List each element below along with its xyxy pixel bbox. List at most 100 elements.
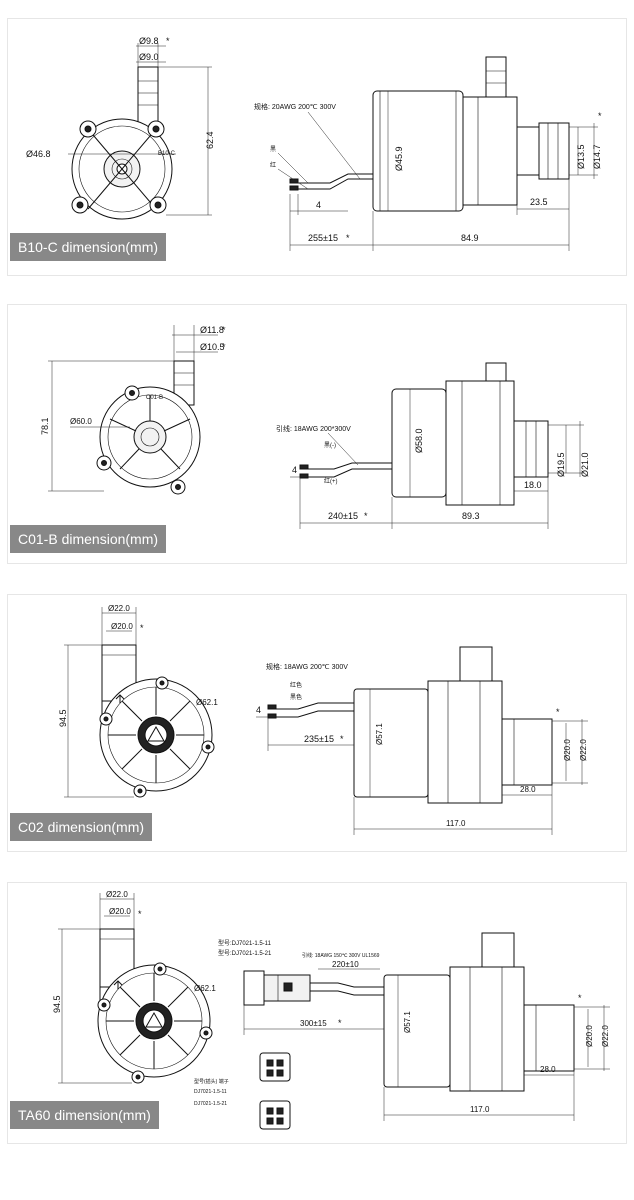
svg-text:黑: 黑 (270, 146, 276, 153)
dim-body-length: 117.0 (446, 819, 466, 828)
panel-c02: Ø22.0 Ø20.0 * 94.5 Ø62.1 规格: 18AWG 200℃ … (7, 594, 627, 852)
motor-body-side (353, 688, 429, 798)
outlet-tube-side (459, 646, 493, 682)
svg-text:红(+): 红(+) (324, 477, 338, 485)
dim-inlet-od: Ø22.0 (601, 1025, 610, 1047)
dim-outlet-od: Ø22.0 (106, 890, 128, 899)
inlet-tube-side (513, 420, 549, 478)
impeller-ribs (106, 973, 202, 1069)
svg-text:*: * (166, 36, 170, 46)
dim-wire-length: 300±15 (300, 1019, 327, 1028)
svg-text:*: * (222, 325, 226, 335)
drawing-ta60: Ø22.0 Ø20.0 * 94.5 Ø62.1 型号:DJ7021-1.5-1… (52, 890, 610, 1130)
chip-label: C01-B (146, 395, 163, 401)
inlet-tube-side (538, 122, 570, 180)
dim-volute-dia: Ø62.1 (194, 984, 216, 993)
inlet-tube-side (501, 718, 553, 786)
pump-head-side (445, 380, 515, 506)
dim-wire-length: 240±15 (328, 511, 358, 521)
wire-spec: 引线: 18AWG 150℃ 300V UL1569 (302, 952, 380, 959)
model-label-2: 型号:DJ7021-1.5-21 (218, 949, 272, 957)
caption-c01b: C01-B dimension(mm) (10, 525, 167, 553)
drawing-c01b: C01-B Ø11.8 Ø10.5 * * 78.1 Ø60.0 引线: 18A… (40, 325, 590, 529)
dim-inlet-od: Ø21.0 (580, 452, 590, 477)
svg-text:*: * (598, 111, 602, 121)
dim-height: 78.1 (40, 417, 50, 435)
dim-outlet-id: Ø20.0 (111, 622, 133, 631)
dim-wire-length: 235±15 (304, 734, 334, 744)
dim-height: 94.5 (58, 709, 68, 727)
motor-body-side (372, 90, 464, 212)
model-label-1: 型号:DJ7021-1.5-11 (218, 939, 272, 947)
impeller-ribs (108, 687, 204, 783)
connector-plug (243, 970, 265, 1006)
panel-b10c: B10-C Ø9.8 Ø9.0 * Ø46.8 62.4 规格: 20AWG 2… (7, 18, 627, 276)
caption-ta60: TA60 dimension(mm) (10, 1101, 159, 1129)
dim-inlet-od: Ø14.7 (592, 144, 602, 169)
outlet-tube-side (485, 362, 507, 382)
svg-text:*: * (346, 233, 350, 243)
dim-inlet-length: 23.5 (530, 197, 548, 207)
dim-strip: 4 (292, 465, 297, 475)
connector-note: 型号(插头) 端子 (194, 1078, 229, 1085)
wire-spec: 引线: 18AWG 200*300V (276, 424, 351, 433)
pump-head-side (462, 96, 518, 206)
dim-motor-dia: Ø57.1 (375, 723, 384, 745)
dim-inlet-length: 18.0 (524, 480, 542, 490)
dim-outlet-id: Ø9.0 (139, 52, 159, 62)
dim-body-length: 89.3 (462, 511, 480, 521)
dim-strip: 4 (256, 705, 261, 715)
dim-body-dia: Ø46.8 (26, 149, 51, 159)
dim-inlet-length: 28.0 (520, 785, 536, 794)
panel-c01b: C01-B Ø11.8 Ø10.5 * * 78.1 Ø60.0 引线: 18A… (7, 304, 627, 564)
caption-b10c: B10-C dimension(mm) (10, 233, 167, 261)
svg-text:*: * (140, 623, 144, 633)
dim-motor-dia: Ø45.9 (394, 146, 404, 171)
svg-text:*: * (556, 707, 560, 717)
panel-ta60: Ø22.0 Ø20.0 * 94.5 Ø62.1 型号:DJ7021-1.5-1… (7, 882, 627, 1144)
svg-text:黑(-): 黑(-) (324, 442, 336, 449)
dim-segment: 220±10 (332, 960, 359, 969)
pump-head-side (449, 966, 525, 1092)
svg-text:*: * (222, 342, 226, 352)
dim-motor-dia: Ø58.0 (414, 428, 424, 453)
dim-body-dia: Ø60.0 (70, 417, 92, 426)
motor-body-side (383, 974, 451, 1088)
svg-text:*: * (364, 511, 368, 521)
drawing-c02: Ø22.0 Ø20.0 * 94.5 Ø62.1 规格: 18AWG 200℃ … (58, 604, 588, 835)
dim-outlet-id: Ø20.0 (109, 907, 131, 916)
svg-text:*: * (138, 909, 142, 919)
inlet-tube-side (523, 1004, 575, 1072)
dim-outlet-od: Ø9.8 (139, 36, 159, 46)
dim-outlet-od: Ø11.8 (200, 325, 224, 335)
dim-inlet-id: Ø20.0 (585, 1025, 594, 1047)
wire-spec: 规格: 18AWG 200℃ 300V (266, 662, 348, 671)
pump-head-side (427, 680, 503, 804)
dim-height: 94.5 (52, 995, 62, 1013)
dim-inlet-od: Ø22.0 (579, 739, 588, 761)
dim-inlet-id: Ø20.0 (563, 739, 572, 761)
dim-body-length: 117.0 (470, 1105, 490, 1114)
connector-pinout-1 (259, 1052, 291, 1082)
drawing-b10c: B10-C Ø9.8 Ø9.0 * Ø46.8 62.4 规格: 20AWG 2… (26, 36, 602, 251)
dim-inlet-id: Ø13.5 (576, 144, 586, 169)
svg-text:黑色: 黑色 (290, 693, 302, 701)
dim-height: 62.4 (205, 131, 215, 149)
dim-wire-length: 255±15 (308, 233, 338, 243)
wire-spec: 规格: 20AWG 200℃ 300V (254, 102, 336, 111)
svg-text:*: * (340, 734, 344, 744)
dim-outlet-id: Ø10.5 (200, 342, 225, 352)
svg-text:红: 红 (270, 161, 276, 169)
dim-motor-dia: Ø57.1 (403, 1011, 412, 1033)
dim-inlet-id: Ø19.5 (556, 452, 566, 477)
dim-body-length: 84.9 (461, 233, 479, 243)
dim-outlet-od: Ø22.0 (108, 604, 130, 613)
dim-volute-dia: Ø62.1 (196, 698, 218, 707)
connector-pinout-2 (259, 1100, 291, 1130)
dim-strip: 4 (316, 200, 321, 210)
svg-text:*: * (338, 1018, 342, 1028)
svg-text:*: * (578, 993, 582, 1003)
outlet-tube-side (485, 56, 507, 98)
connector-label-1: DJ7021-1.5-11 (194, 1089, 227, 1095)
caption-c02: C02 dimension(mm) (10, 813, 153, 841)
